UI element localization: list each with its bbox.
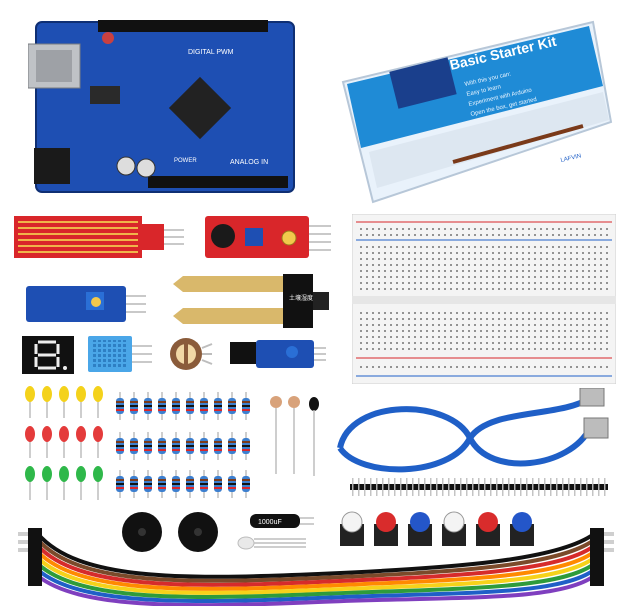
potentiometer <box>170 338 213 370</box>
photoresistors-and-thermistor <box>270 396 319 476</box>
soil-label: 土壤湿度传感 <box>289 294 325 302</box>
capacitor-label: 1000uF <box>258 519 282 526</box>
resistors <box>115 391 251 499</box>
ir-obstacle-sensor <box>26 286 146 322</box>
ir-receiver-module <box>230 340 326 368</box>
buzzers <box>122 512 218 552</box>
leds <box>25 386 103 500</box>
silk-digital: DIGITAL PWM <box>188 49 234 56</box>
water-level-sensor <box>14 216 184 258</box>
box-brand: LAFVIN <box>560 153 582 164</box>
electrolytic-capacitor: 1000uF <box>250 514 314 528</box>
starter-kit-box: Basic Starter Kit With this you can: Eas… <box>341 20 613 204</box>
sound-sensor-module <box>205 216 331 258</box>
dht11-sensor <box>88 336 152 372</box>
soil-moisture-sensor: 土壤湿度传感 <box>173 274 329 328</box>
push-buttons <box>340 511 534 546</box>
silk-power: POWER <box>174 158 197 164</box>
seven-segment-display <box>22 336 74 374</box>
pin-header <box>350 478 608 496</box>
breadboard <box>352 214 616 384</box>
arduino-uno-board: DIGITAL PWM ANALOG IN POWER <box>28 20 295 193</box>
silk-analog: ANALOG IN <box>230 159 268 166</box>
rgb-led <box>237 536 306 550</box>
usb-cable <box>337 388 609 473</box>
jumper-wires <box>18 528 614 606</box>
